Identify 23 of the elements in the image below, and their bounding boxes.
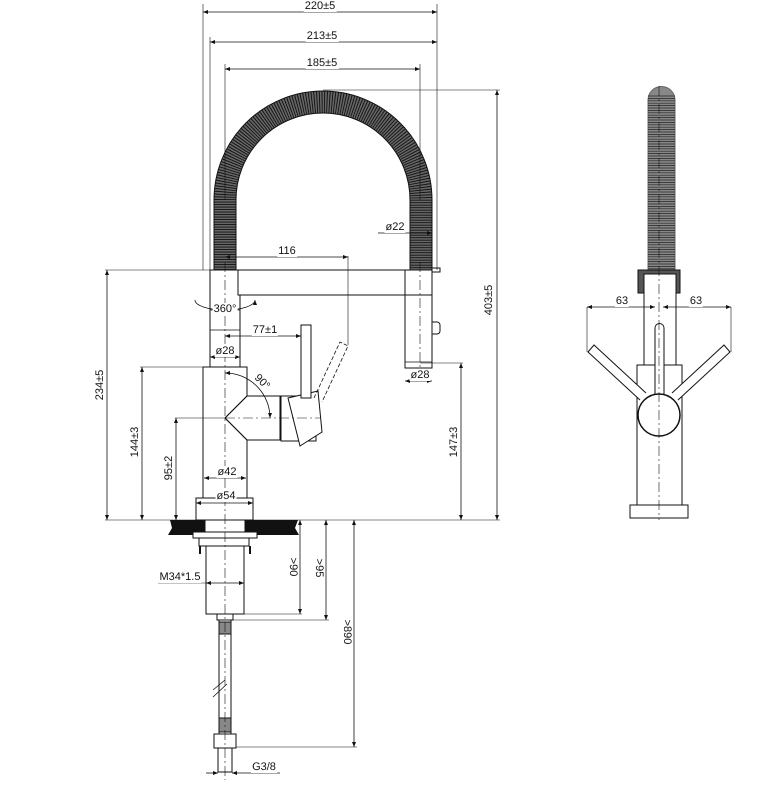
dimension-label: ø28 — [214, 345, 236, 357]
dimension-label: 234±5 — [94, 368, 106, 402]
dimension-label: 213±5 — [306, 30, 338, 42]
dimension-label: ø22 — [384, 221, 406, 233]
dimension-label: 63 — [688, 295, 704, 307]
dimension-label: M34*1.5 — [158, 571, 202, 583]
dimension-label: 95±2 — [163, 454, 175, 482]
dimension-label: 147±3 — [448, 426, 460, 458]
dimension-label: 220±5 — [304, 0, 336, 12]
dimension-label: 63 — [614, 295, 630, 307]
dimension-label: 360° — [212, 303, 238, 315]
dimension-label: ø42 — [216, 466, 238, 478]
dimension-label: 116 — [277, 245, 297, 257]
dimension-label: 144±3 — [129, 426, 141, 458]
dimension-label: >95 — [313, 558, 325, 578]
dimension-label: ø54 — [216, 490, 236, 502]
dimension-label: 185±5 — [306, 57, 338, 69]
dimension-label: >90 — [287, 556, 299, 578]
dimension-label: 77±1 — [252, 324, 278, 336]
dimension-label: G3/8 — [251, 761, 277, 773]
dimension-label: ø28 — [410, 369, 430, 381]
dimension-label: >890 — [341, 618, 353, 646]
dimension-label: 403±5 — [483, 284, 495, 316]
